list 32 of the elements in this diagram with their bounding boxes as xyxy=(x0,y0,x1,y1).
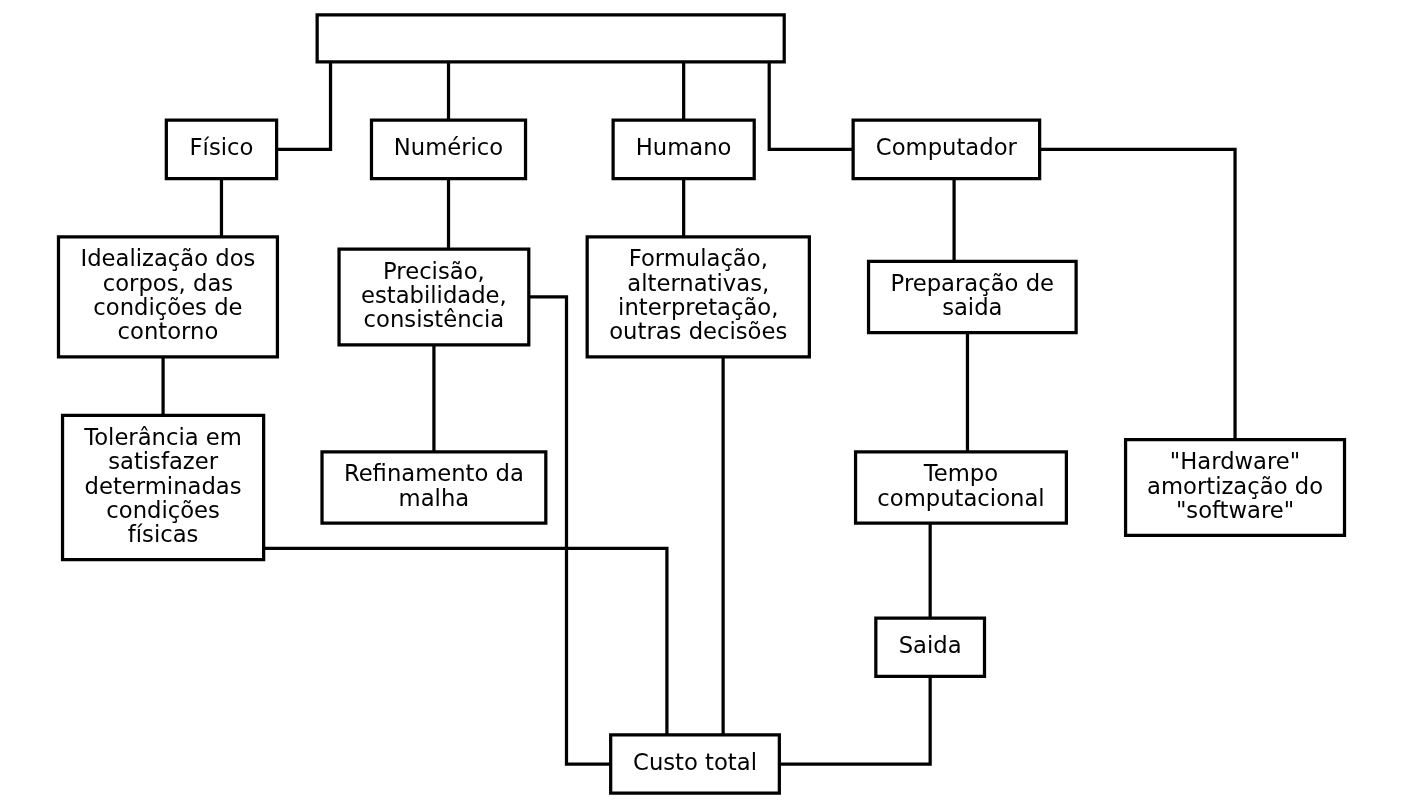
node-box: Tolerância em satisfazer determinadas condições físicas xyxy=(60,413,265,562)
connector xyxy=(528,295,610,766)
node-box: Físico xyxy=(164,118,278,181)
connector xyxy=(721,357,725,735)
connector xyxy=(1039,147,1237,440)
node-box: Humano xyxy=(611,118,756,181)
node-box: Precisão, estabilidade, consistência xyxy=(336,247,530,347)
node-box: Preparação de saida xyxy=(866,259,1078,335)
node-box xyxy=(315,13,786,64)
connector xyxy=(767,61,853,151)
node-box: Idealização dos corpos, das condições de contorno xyxy=(56,235,279,359)
connector xyxy=(276,61,332,151)
node-box: Formulação, alternativas, interpretação, outras decisões xyxy=(585,235,811,359)
node-box: Computador xyxy=(851,118,1041,181)
connector xyxy=(431,345,436,452)
node-box: Custo total xyxy=(608,733,781,795)
node-box: Saida xyxy=(873,616,986,679)
connector xyxy=(263,546,669,735)
connector xyxy=(928,523,932,618)
connector xyxy=(219,179,223,237)
connector xyxy=(779,676,932,766)
connector xyxy=(446,61,450,120)
connector xyxy=(160,357,165,415)
connector xyxy=(446,179,450,249)
connector xyxy=(965,332,969,452)
node-box: Numérico xyxy=(369,118,527,181)
connector xyxy=(681,61,685,120)
node-box: Refinamento da malha xyxy=(319,450,547,525)
node-box: Tempo computacional xyxy=(853,450,1068,525)
node-box: "Hardware" amortização do "software" xyxy=(1123,438,1346,537)
connector xyxy=(681,179,685,237)
connector xyxy=(951,179,956,261)
